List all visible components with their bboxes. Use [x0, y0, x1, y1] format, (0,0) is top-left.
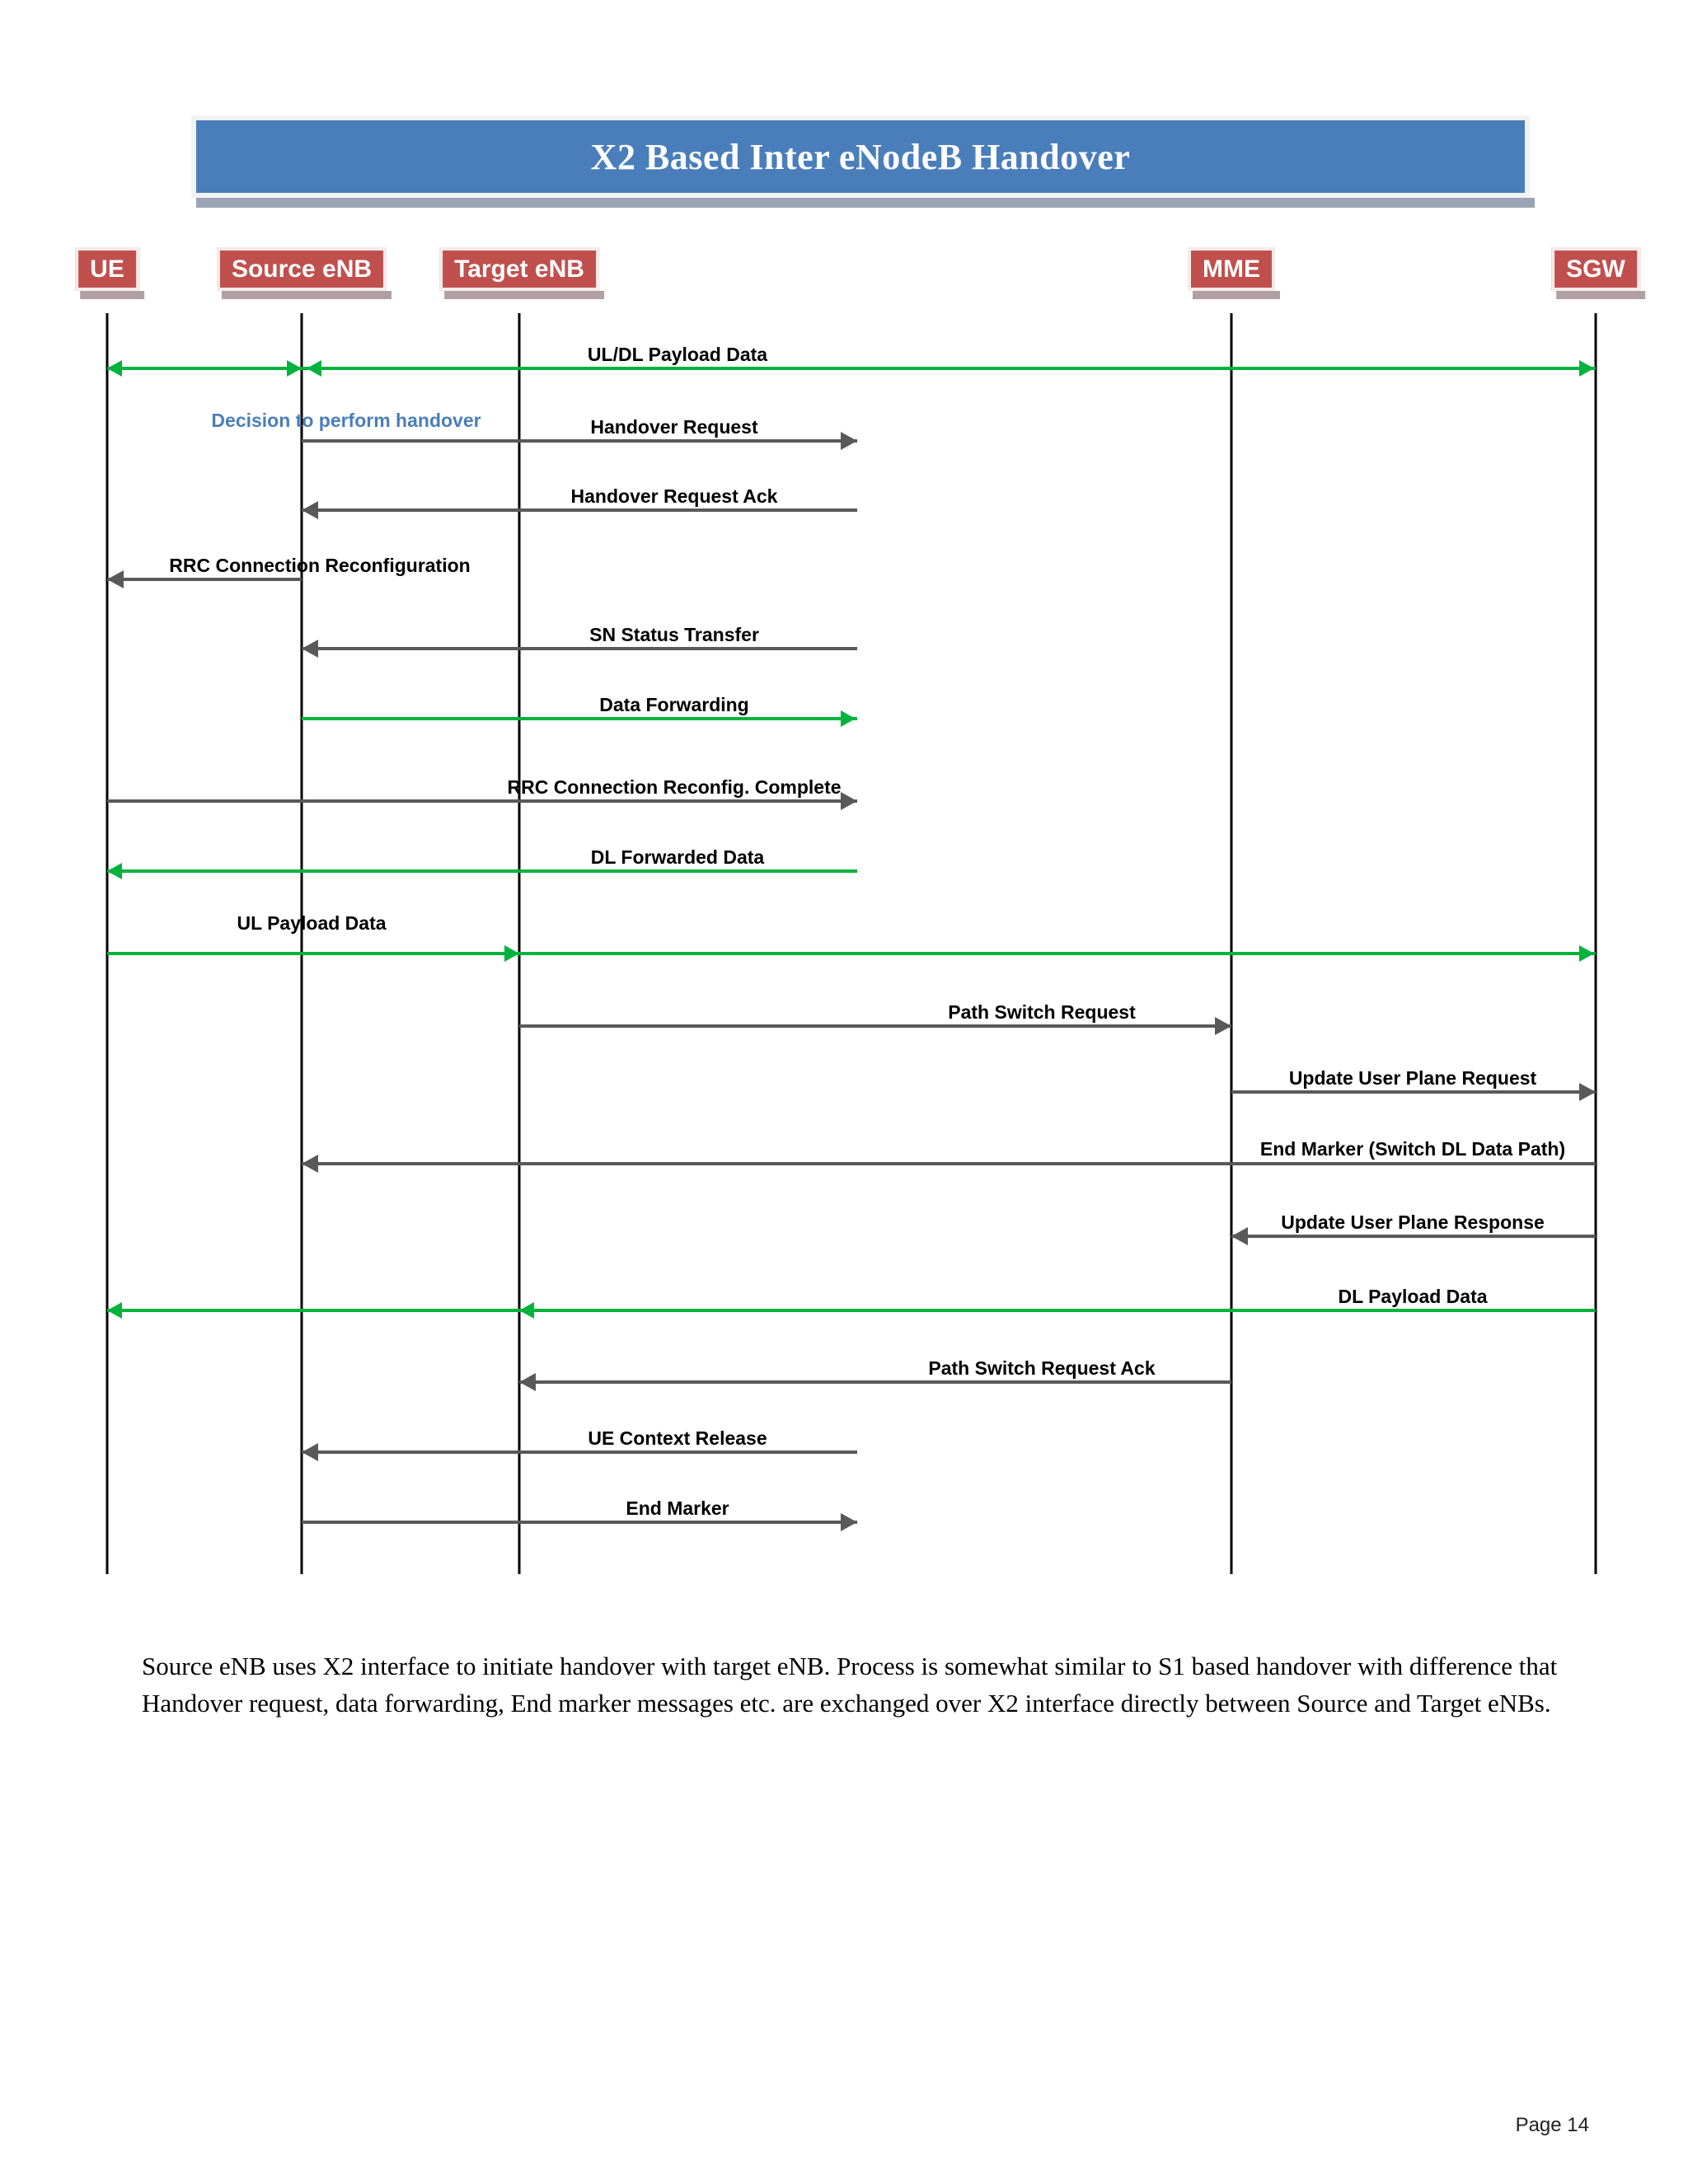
arrow-head-dl-payload-data-mid [519, 1302, 534, 1319]
message-label-dl-forwarded-data: DL Forwarded Data [590, 846, 765, 868]
actor-box-shadow [221, 291, 392, 299]
message-label-end-marker-switch-dl-data-path: End Marker (Switch DL Data Path) [1259, 1138, 1566, 1160]
message-line-rrc-connection-reconfiguration [107, 578, 302, 581]
actor-target-enb: Target eNB [439, 247, 604, 299]
arrow-head-path-switch-request [1215, 1017, 1231, 1035]
page-number: Page 14 [1515, 2114, 1589, 2136]
message-line-ue-context-release [302, 1451, 857, 1454]
actor-sgw: SGW [1551, 247, 1645, 299]
arrow-head-end-marker [841, 1513, 857, 1531]
message-line-update-user-plane-request [1231, 1090, 1596, 1094]
actor-box-shadow [444, 291, 604, 299]
arrow-head-ul-dl-payload-data [1579, 360, 1594, 377]
message-label-end-marker: End Marker [626, 1497, 729, 1519]
message-line-handover-request [302, 439, 857, 443]
title-banner: X2 Based Inter eNodeB Handover [191, 115, 1530, 198]
message-line-end-marker-switch-dl-data-path [302, 1162, 1596, 1165]
arrow-head-handover-request-ack [302, 501, 318, 519]
title-banner-inner: X2 Based Inter eNodeB Handover [196, 120, 1525, 193]
actor-label: Target eNB [439, 247, 599, 291]
arrow-head-update-user-plane-request [1579, 1083, 1596, 1101]
message-label-path-switch-request-ack: Path Switch Request Ack [928, 1357, 1156, 1379]
page-title: X2 Based Inter eNodeB Handover [590, 136, 1131, 177]
actor-mme: MME [1188, 247, 1280, 299]
arrow-head-ul-dl-payload-data-mid2 [307, 360, 321, 377]
message-line-path-switch-request [519, 1024, 1231, 1028]
message-line-path-switch-request-ack [519, 1380, 1231, 1384]
arrow-head-ul-dl-payload-data-mid [287, 360, 302, 377]
actor-ue: UE [75, 247, 144, 299]
arrow-head-ul-dl-payload-data [107, 360, 122, 377]
message-line-sn-status-transfer [302, 647, 857, 650]
message-line-ul-dl-payload-data [107, 367, 1596, 370]
lifeline-source-enb [300, 313, 303, 1574]
arrow-head-rrc-connection-reconfiguration [107, 570, 124, 588]
message-line-dl-payload-data [107, 1309, 1596, 1312]
message-line-data-forwarding [302, 717, 857, 720]
message-label-data-forwarding: Data Forwarding [599, 694, 749, 715]
message-label-rrc-connection-reconfig-complete: RRC Connection Reconfig. Complete [507, 776, 842, 798]
title-banner-shadow [196, 198, 1535, 208]
actor-label: Source eNB [216, 247, 387, 291]
sequence-diagram: UE Source eNB Target eNB MME SGW UL/DL Payloa… [75, 247, 1645, 1574]
message-label-decision-to-perform-handover: Decision to perform handover [211, 410, 481, 431]
arrow-head-handover-request [841, 432, 857, 450]
message-label-ue-context-release: UE Context Release [588, 1427, 767, 1449]
message-line-end-marker [302, 1521, 857, 1524]
arrow-head-rrc-connection-reconfig-complete [841, 792, 857, 810]
body-paragraph: Source eNB uses X2 interface to initiate… [142, 1652, 1558, 1718]
message-line-rrc-connection-reconfig-complete [107, 799, 857, 803]
arrow-head-update-user-plane-response [1231, 1227, 1248, 1245]
actor-label: MME [1188, 247, 1275, 291]
arrow-head-dl-forwarded-data [107, 863, 122, 879]
actor-box-shadow [1556, 291, 1645, 299]
message-line-dl-forwarded-data [107, 869, 857, 873]
message-label-rrc-connection-reconfiguration: RRC Connection Reconfiguration [169, 555, 471, 576]
lifeline-target-enb [518, 313, 521, 1574]
message-line-handover-request-ack [302, 509, 857, 512]
arrow-head-dl-payload-data [107, 1302, 122, 1319]
actor-source-enb: Source eNB [216, 247, 392, 299]
message-label-ul-dl-payload-data: UL/DL Payload Data [587, 344, 768, 365]
actor-label: SGW [1551, 247, 1640, 291]
arrow-head-end-marker-switch-dl-data-path [302, 1155, 318, 1173]
actor-label: UE [75, 247, 139, 291]
message-label-update-user-plane-response: Update User Plane Response [1281, 1212, 1545, 1233]
message-label-update-user-plane-request: Update User Plane Request [1288, 1067, 1537, 1089]
message-label-path-switch-request: Path Switch Request [948, 1001, 1136, 1023]
message-line-update-user-plane-response [1231, 1235, 1596, 1238]
message-label-handover-request: Handover Request [590, 416, 758, 438]
actor-box-shadow [1193, 291, 1280, 299]
arrow-head-path-switch-request-ack [519, 1373, 536, 1391]
arrow-head-ul-payload-data [1579, 945, 1594, 962]
message-label-handover-request-ack: Handover Request Ack [570, 485, 778, 507]
message-label-dl-payload-data: DL Payload Data [1338, 1286, 1488, 1307]
actor-box-shadow [80, 291, 144, 299]
lifeline-sgw [1594, 313, 1597, 1574]
lifeline-ue [106, 313, 109, 1574]
arrow-head-ue-context-release [302, 1443, 318, 1461]
message-label-ul-payload-data: UL Payload Data [237, 912, 387, 934]
arrow-head-ul-payload-data-mid [504, 945, 519, 962]
lifeline-mme [1230, 313, 1233, 1574]
arrow-head-data-forwarding [841, 710, 856, 727]
message-line-ul-payload-data [107, 952, 1596, 955]
arrow-head-sn-status-transfer [302, 640, 318, 658]
message-label-sn-status-transfer: SN Status Transfer [589, 624, 759, 645]
